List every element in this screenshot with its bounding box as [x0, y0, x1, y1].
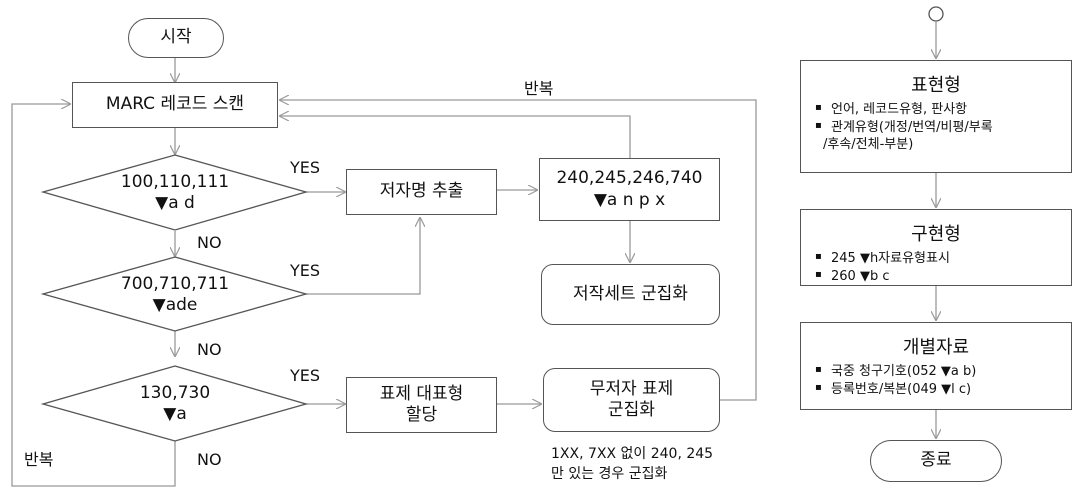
manifestation-title: 구현형: [911, 224, 961, 245]
yes-label-1: YES: [290, 158, 321, 177]
no-author-note: 1XX, 7XX 없이 240, 245 만 있는 경우 군집화: [551, 444, 713, 485]
decision-2-label: 700,710,711 ▼ade: [95, 274, 255, 317]
no-author-cluster-line2: 군집화: [608, 400, 655, 420]
no-label-2: NO: [197, 340, 222, 359]
author-extract-process: 저자명 추출: [346, 169, 497, 215]
end-terminal: 종료: [870, 440, 1002, 482]
arrow-noauthor-repeat: [280, 100, 757, 401]
title-fields-process: 240,245,246,740 ▼a n p x: [539, 158, 720, 221]
work-set-cluster-process: 저작세트 군집화: [541, 264, 720, 325]
expression-item: 관계유형(개정/번역/비평/부록: [815, 119, 1071, 137]
arrow-cond2-author: [306, 218, 420, 295]
expression-item-continued: /후속/전체-부분): [823, 137, 914, 153]
manifestation-list: 245 ▼h자료유형표시 260 ▼b c: [801, 250, 1071, 285]
title-fields-line1: 240,245,246,740: [556, 168, 703, 189]
no-author-cluster-line1: 무저자 표제: [589, 378, 674, 399]
manifestation-item: 245 ▼h자료유형표시: [815, 250, 1071, 268]
title-assign-line2: 할당: [405, 405, 438, 425]
start-label: 시작: [160, 27, 192, 48]
no-author-note-line1: 1XX, 7XX 없이 240, 245: [551, 446, 714, 462]
marc-scan-label: MARC 레코드 스캔: [105, 94, 245, 115]
arrow-cond3-loop: [11, 104, 176, 487]
repeat-label-left: 반복: [24, 450, 54, 469]
decision-3-label: 130,730 ▼a: [95, 383, 255, 426]
start-terminal: 시작: [128, 18, 224, 58]
repeat-label-top: 반복: [524, 79, 554, 98]
item-title: 개별자료: [902, 337, 970, 358]
work-set-cluster-label: 저작세트 군집화: [573, 283, 688, 304]
end-label: 종료: [920, 450, 952, 471]
author-extract-label: 저자명 추출: [379, 181, 464, 202]
decision-130-730: [40, 365, 309, 442]
item-entry: 등록번호/복본(049 ▼l c): [815, 381, 1071, 399]
item-box: 개별자료 국중 청구기호(052 ▼a b) 등록번호/복본(049 ▼l c): [800, 322, 1072, 410]
yes-label-2: YES: [290, 261, 321, 280]
marc-scan-process: MARC 레코드 스캔: [72, 82, 278, 128]
arrow-fields-repeat: [280, 116, 631, 158]
expression-title: 표현형: [911, 75, 961, 96]
yes-label-3: YES: [290, 366, 321, 385]
no-label-3: NO: [197, 450, 222, 469]
expression-item: 언어, 레코드유형, 판사항: [815, 101, 1071, 119]
item-list: 국중 청구기호(052 ▼a b) 등록번호/복본(049 ▼l c): [801, 363, 1071, 398]
decision-100-110-111: [40, 154, 309, 231]
decision-1-label: 100,110,111 ▼a d: [95, 172, 255, 215]
manifestation-box: 구현형 245 ▼h자료유형표시 260 ▼b c: [800, 209, 1072, 286]
decision-3-line2: ▼a: [163, 404, 187, 425]
decision-2-line1: 700,710,711: [120, 274, 230, 294]
title-fields-line2: ▼a n p x: [593, 189, 666, 210]
no-author-note-line2: 만 있는 경우 군집화: [551, 466, 668, 483]
decision-1-line2: ▼a d: [155, 193, 195, 214]
decision-3-line1: 130,730: [139, 383, 211, 403]
manifestation-item: 260 ▼b c: [815, 268, 1071, 286]
no-label-1: NO: [197, 233, 222, 252]
expression-box: 표현형 언어, 레코드유형, 판사항 관계유형(개정/번역/비평/부록 /후속/…: [800, 60, 1072, 173]
decision-1-line1: 100,110,111: [120, 172, 230, 192]
decision-700-710-711: [40, 256, 309, 332]
no-author-cluster-process: 무저자 표제 군집화: [543, 368, 720, 432]
title-assign-line1: 표제 대표형: [379, 383, 464, 404]
expression-list: 언어, 레코드유형, 판사항 관계유형(개정/번역/비평/부록 /후속/전체-부…: [801, 101, 1071, 154]
item-entry: 국중 청구기호(052 ▼a b): [815, 363, 1071, 381]
decision-2-line2: ▼ade: [152, 295, 198, 316]
connector-circle: [928, 6, 944, 22]
title-assign-process: 표제 대표형 할당: [346, 377, 497, 433]
